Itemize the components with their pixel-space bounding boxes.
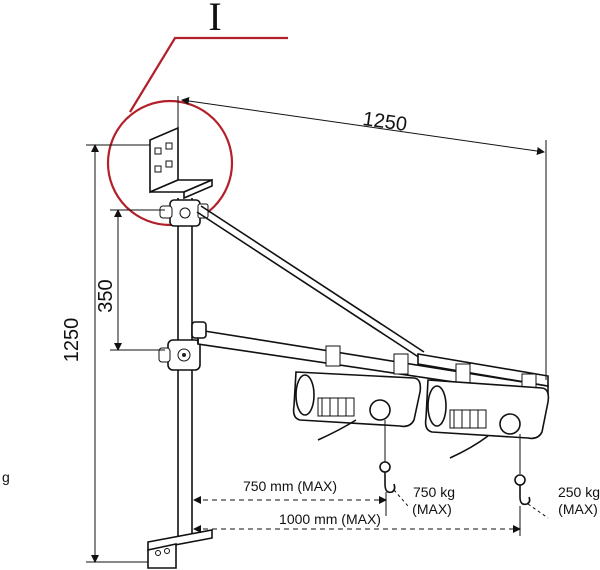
dimension-mast: 1250	[61, 144, 150, 563]
callout-circle	[106, 99, 234, 227]
reach-near-label: 750 mm (MAX)	[243, 478, 337, 494]
bracket-spacing-label: 350	[95, 279, 117, 312]
mast-height-label: 1250	[61, 318, 83, 363]
arm-length-label: 1250	[361, 108, 408, 136]
hook-near	[379, 420, 396, 494]
edge-fragment-text: g	[2, 469, 10, 485]
lower-clamp	[158, 339, 201, 371]
detail-label: I	[208, 0, 221, 39]
dimension-reach-near: 750 mm (MAX)	[193, 478, 387, 516]
upper-clamp	[159, 199, 209, 227]
floor-bracket	[147, 529, 213, 569]
top-wall-bracket	[149, 96, 213, 200]
hook-far	[514, 434, 531, 506]
hoist-motor-near	[292, 371, 422, 441]
callout-leader	[129, 36, 288, 113]
load-near-value: 750 kg	[413, 484, 455, 500]
load-near-note: (MAX)	[412, 501, 452, 517]
load-near: 750 kg (MAX)	[393, 484, 455, 517]
reach-far-label: 1000 mm (MAX)	[279, 511, 381, 527]
load-far: 250 kg (MAX)	[527, 484, 600, 519]
tie-rod	[196, 205, 425, 359]
load-far-value: 250 kg	[558, 484, 600, 500]
detail-callout: I	[106, 0, 288, 227]
load-far-note: (MAX)	[558, 501, 598, 517]
dimension-bracket-spacing: 350	[95, 209, 165, 351]
dimension-reach-far: 1000 mm (MAX)	[193, 506, 521, 536]
hoist-motor-far	[424, 379, 550, 459]
